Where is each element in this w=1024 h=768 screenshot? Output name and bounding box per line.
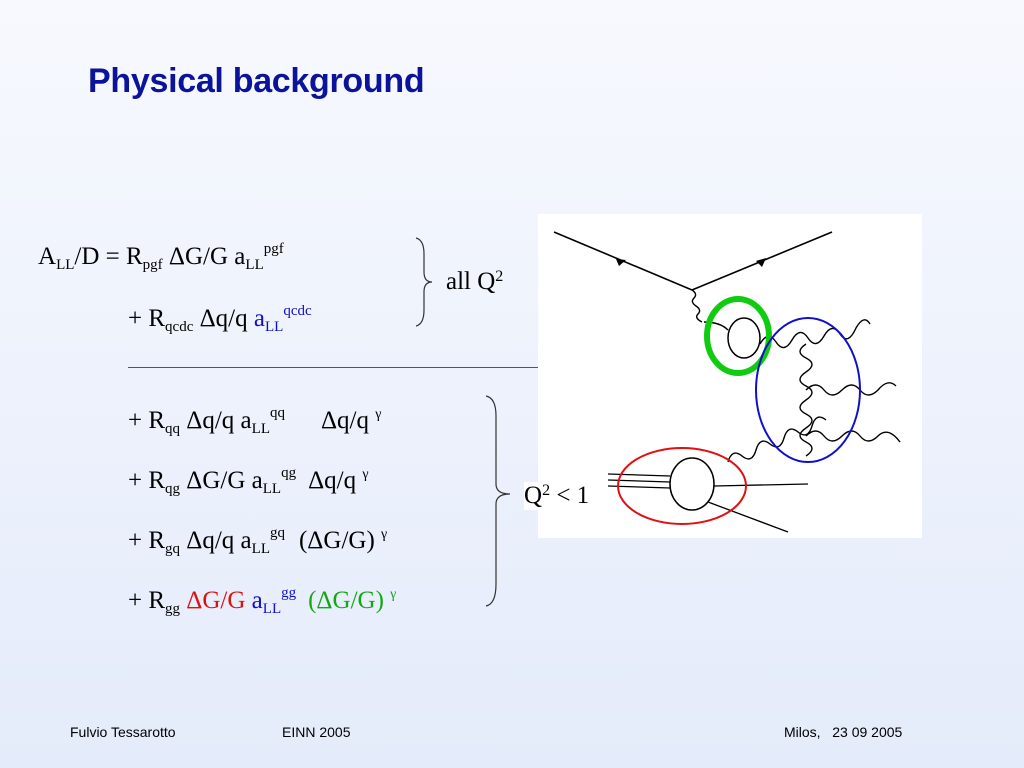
a-blue: aLLgg [251, 585, 297, 617]
plus-r: + R [128, 587, 166, 614]
a2-sup: pgf [263, 241, 284, 257]
a-sup: gq [269, 525, 285, 541]
a-sup: gg [281, 585, 297, 601]
a-sup: qcdc [283, 303, 312, 319]
a-sub: LL [265, 319, 284, 335]
d-term: /D = R [74, 243, 143, 270]
a-sup: qg [281, 465, 297, 481]
a-blue: aLLqcdc [253, 303, 312, 335]
equation-line-2: + Rqcdc Δq/q aLLqcdc [128, 296, 312, 342]
r-sub: qq [165, 421, 181, 437]
q2-text: Q [524, 482, 543, 509]
a-symbol: a [253, 305, 265, 332]
q2-rest: < 1 [550, 482, 590, 509]
a-sub: LL [251, 421, 270, 437]
result-green: (ΔG/G) γ [308, 587, 396, 614]
r-sub: pgf [142, 257, 163, 273]
r-sub: qg [165, 481, 181, 497]
a-sub: LL [262, 481, 282, 497]
r-sub: qcdc [165, 319, 194, 335]
green-highlight [704, 296, 772, 376]
dq-term: Δq/q a [186, 407, 252, 434]
dg-term: ΔG/G a [168, 243, 246, 270]
gamma-sup: γ [375, 407, 382, 422]
plus-r: + R [128, 527, 166, 554]
dq-term: Δq/q a [186, 527, 252, 554]
r-sub: gg [165, 601, 181, 617]
footer-author: Fulvio Tessarotto [70, 724, 176, 740]
a-symbol: A [38, 243, 57, 270]
equation-line-6: + Rgg ΔG/G aLLgg(ΔG/G) γ [128, 578, 396, 624]
brace-q2-lt-1 [485, 395, 511, 607]
a-sub: LL [262, 601, 282, 617]
footer-place-date: Milos, 23 09 2005 [784, 724, 903, 740]
q2-lt-1-label: Q2 < 1 [524, 482, 590, 510]
divider-line [128, 367, 563, 368]
equation-line-5: + Rgq Δq/q aLLgq(ΔG/G) γ [128, 518, 387, 564]
gamma-sup: γ [362, 467, 369, 482]
a-sub: LL [251, 541, 270, 557]
result-term: (ΔG/G) [308, 587, 384, 614]
all-q-text: all Q [446, 268, 496, 295]
plus-r: + R [128, 305, 166, 332]
r-sub: gq [165, 541, 181, 557]
a-sub: LL [56, 257, 75, 273]
arrow-icon [616, 259, 626, 266]
feynman-diagram [538, 214, 922, 538]
equation-line-1: ALL/D = Rpgf ΔG/G aLLpgf [38, 234, 284, 280]
slide-title: Physical background [88, 62, 425, 100]
all-q-sup: 2 [495, 268, 504, 285]
plus-r: + R [128, 467, 166, 494]
a-symbol: a [251, 587, 263, 614]
result-term: (ΔG/G) [298, 527, 375, 554]
blue-highlight [755, 317, 861, 463]
all-q2-label: all Q2 [446, 268, 503, 296]
dq-term: Δq/q [199, 305, 248, 332]
q2-sup: 2 [542, 482, 551, 499]
red-highlight [617, 447, 747, 525]
gamma-sup: γ [390, 587, 397, 602]
brace-all-q2 [415, 237, 433, 327]
footer-conference: EINN 2005 [282, 724, 351, 740]
result-term: Δq/q [320, 407, 370, 434]
plus-r: + R [128, 407, 166, 434]
a-sup: qq [269, 405, 285, 421]
a2-sub: LL [245, 257, 264, 273]
gamma-sup: γ [381, 527, 388, 542]
dg-term: ΔG/G a [186, 467, 263, 494]
dg-red-term: ΔG/G [186, 587, 246, 614]
result-term: Δq/q [308, 467, 357, 494]
